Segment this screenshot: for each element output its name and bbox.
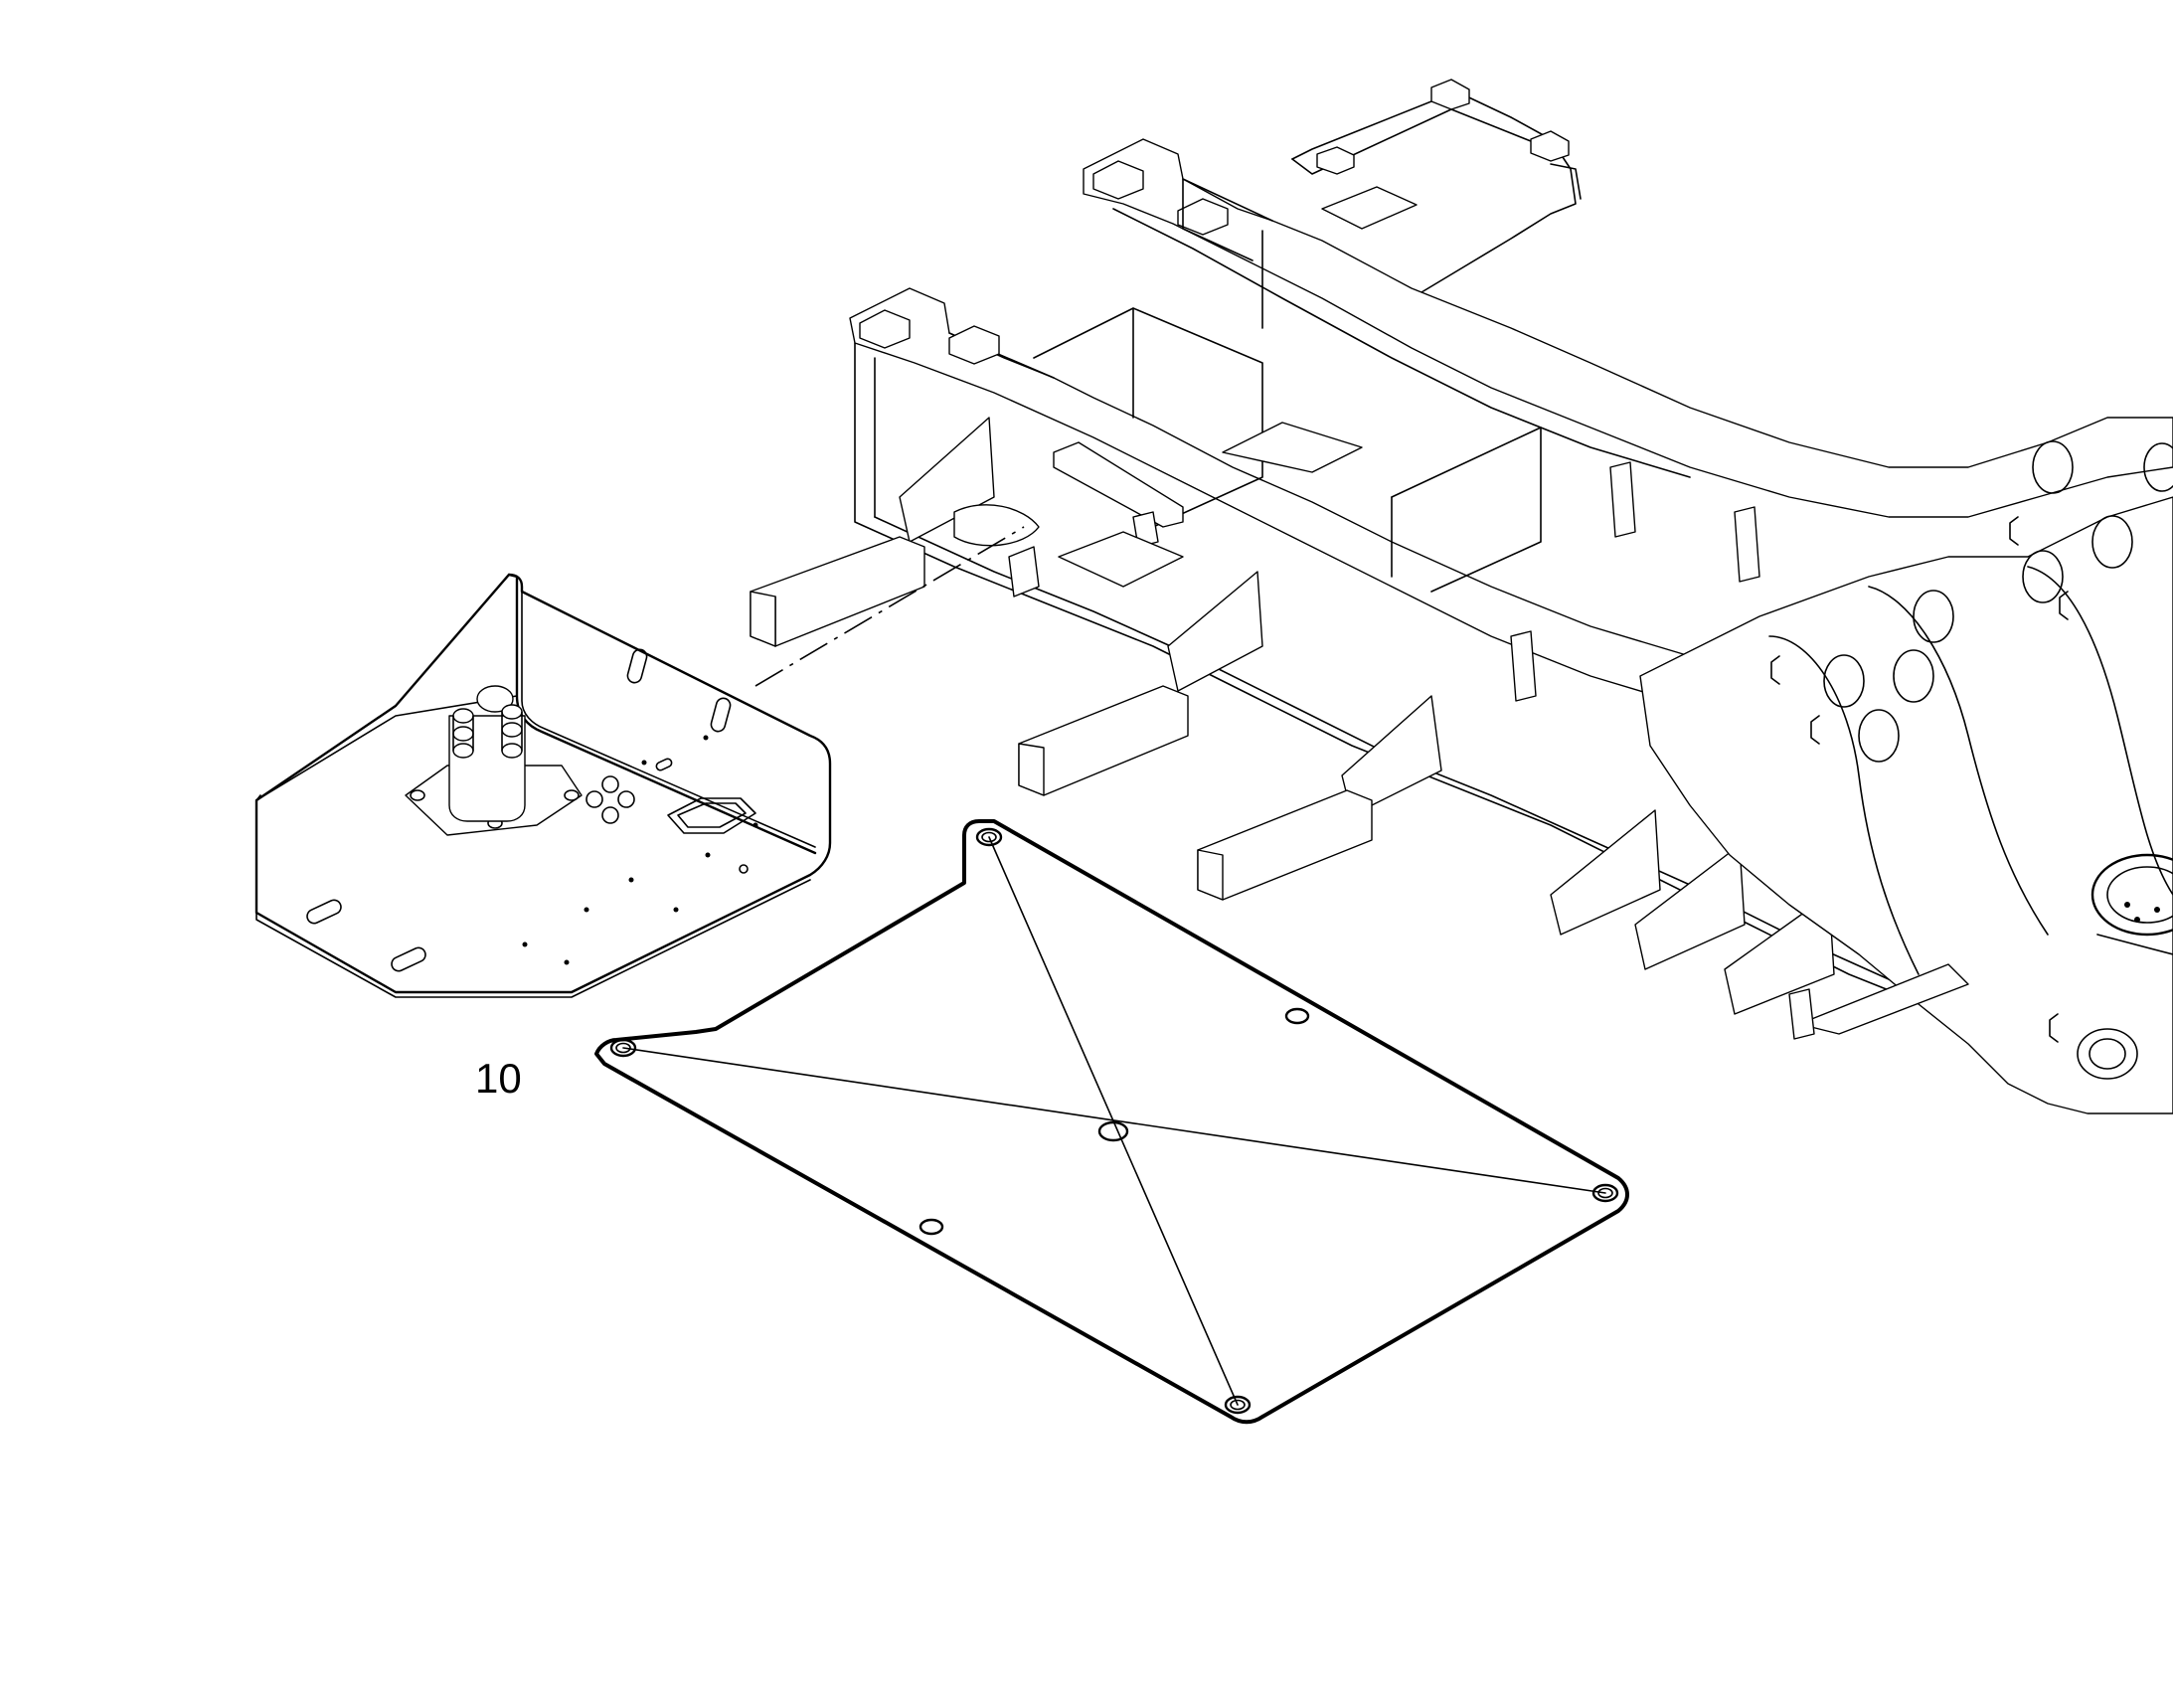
frame-articulation — [1639, 440, 2173, 1114]
frame-upper-rail — [1083, 138, 2173, 518]
cover-hole-center — [1097, 1120, 1129, 1142]
hole-pattern — [585, 775, 635, 824]
frame-rear-section — [1291, 79, 1582, 299]
cover-hole-left — [609, 1038, 637, 1058]
cover-hole-top — [975, 827, 1003, 847]
cover-plate — [594, 819, 1629, 1425]
cover-hole-side-a — [1284, 1007, 1310, 1025]
slot-1 — [626, 648, 648, 684]
callout-item-10: 10 — [475, 1055, 522, 1102]
frame-center-bracket — [953, 441, 1184, 598]
cover-hole-right — [1591, 1183, 1619, 1203]
frame-cross-members — [1033, 307, 1760, 702]
cover-hole-side-b — [919, 1218, 944, 1236]
valve-block — [405, 685, 583, 836]
assembly-centerline — [754, 526, 1025, 687]
bolt-heads — [452, 704, 523, 759]
chassis-frame — [750, 79, 2173, 1114]
cover-hole-bottom — [1224, 1395, 1252, 1415]
slot-3 — [306, 899, 342, 925]
frame-outriggers — [750, 536, 1373, 901]
slot-2 — [710, 697, 732, 733]
slot-4 — [391, 946, 426, 972]
frame-gussets — [899, 417, 1835, 1015]
mounting-plate — [254, 573, 832, 998]
